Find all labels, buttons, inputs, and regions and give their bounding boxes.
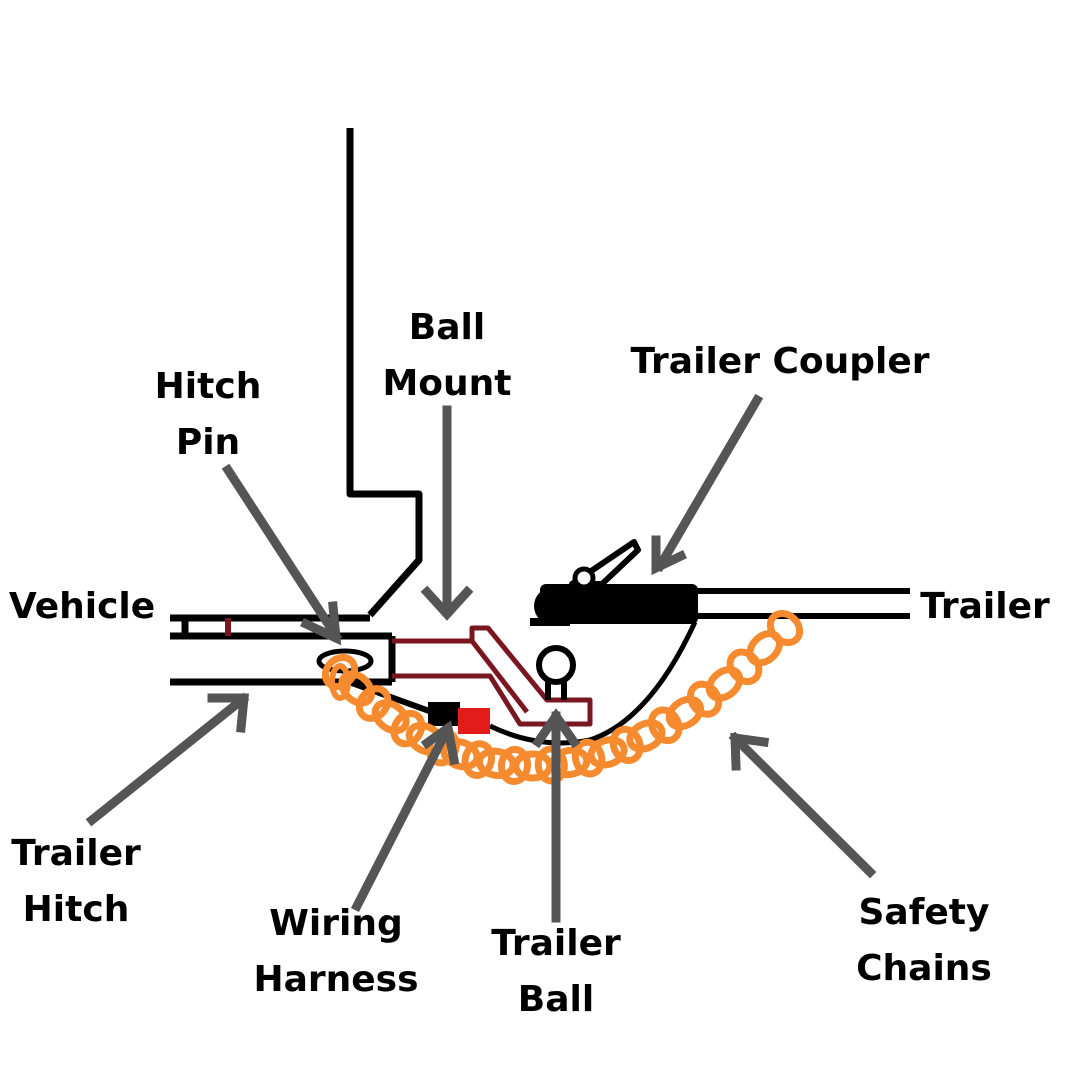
chain-link (571, 738, 606, 778)
chain-link (705, 666, 744, 702)
chain-link (390, 709, 426, 748)
trailer-ball (536, 645, 576, 700)
chain-link (355, 685, 392, 722)
chain-link (766, 609, 804, 647)
safety-chains (321, 609, 804, 785)
arrow-safety-chains (728, 731, 877, 879)
chain-link (746, 630, 784, 667)
callout-arrows (85, 393, 877, 923)
harness-plug-vehicle (428, 702, 460, 726)
chain-link (461, 740, 496, 779)
arrow-trailer-ball (531, 708, 581, 923)
label-vehicle: Vehicle (8, 586, 156, 627)
vehicle-body-outline (346, 128, 423, 618)
chain-link (497, 746, 532, 785)
wiring-harness-cable-vehicle (350, 680, 434, 715)
trailer-coupler (530, 539, 698, 626)
chain-link (647, 706, 683, 745)
ball-mount (392, 625, 593, 727)
chain-link (609, 725, 644, 764)
label-trailer: Trailer (920, 586, 1050, 627)
chain-link (726, 648, 763, 686)
chain-link (338, 670, 376, 707)
chain-hook-link (329, 663, 351, 701)
chain-link (371, 699, 410, 735)
arrow-ball-mount (420, 405, 474, 621)
arrow-hitch-pin (221, 463, 343, 646)
chain-link (587, 736, 628, 769)
arrow-trailer-coupler (651, 393, 764, 576)
chain-link (626, 719, 666, 753)
arrow-trailer-hitch (85, 692, 250, 827)
label-trailer-coupler: Trailer Coupler (630, 341, 930, 382)
chain-link (665, 695, 705, 731)
chain-link (686, 680, 723, 718)
harness-plug-trailer (458, 708, 490, 734)
trailer-tongue (690, 588, 910, 619)
arrow-wiring-harness (350, 720, 460, 913)
